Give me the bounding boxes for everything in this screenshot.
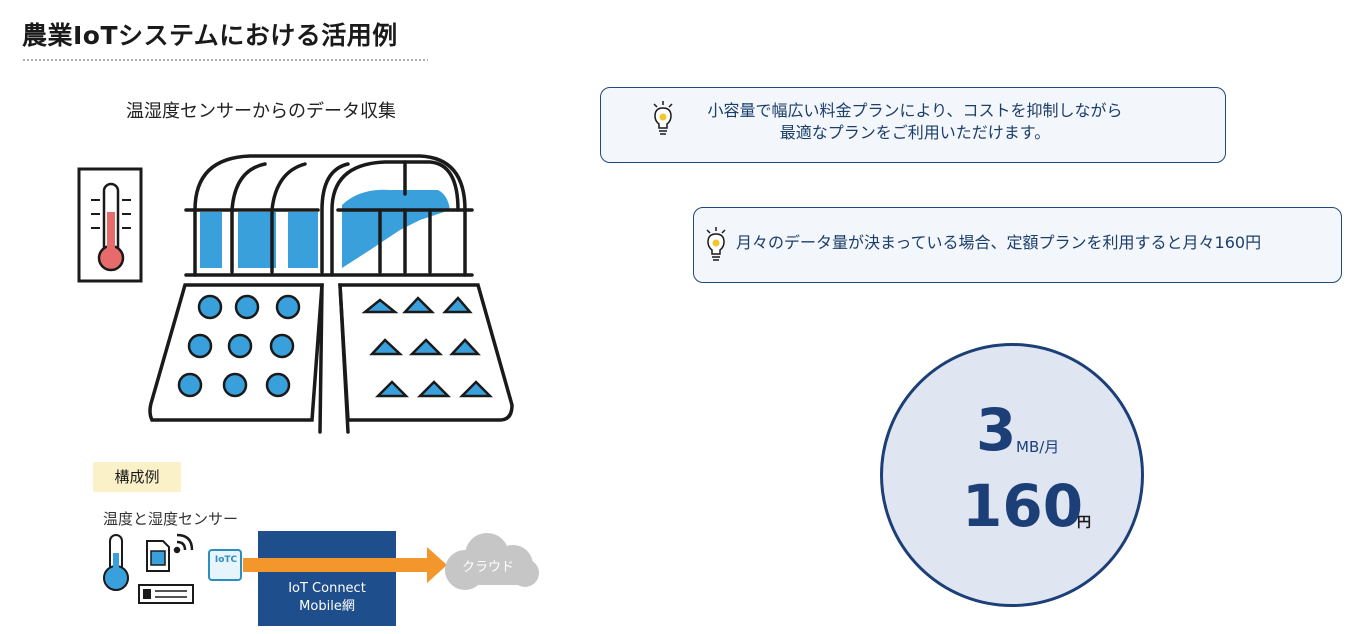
lightbulb-icon: [653, 101, 673, 135]
sim-card-icon: [146, 540, 170, 572]
network-box: [258, 531, 396, 626]
data-unit: MB/月: [1016, 438, 1060, 456]
sprout-plants: [361, 296, 494, 398]
price-amount: 160: [962, 472, 1084, 540]
arrow-icon: [243, 547, 447, 583]
data-amount: 3: [976, 396, 1017, 464]
thermometer-icon: [77, 167, 143, 283]
plan-circle: [880, 343, 1144, 607]
callout-plan-flexibility-text: 小容量で幅広い料金プランにより、コストを抑制しながら 最適なプランをご利用いただ…: [685, 100, 1145, 144]
callout-fixed-plan: 月々のデータ量が決まっている場合、定額プランを利用すると月々160円: [693, 207, 1342, 283]
greenhouse-illustration: [77, 154, 514, 434]
iotc-chip-label: IoTC: [214, 555, 238, 565]
configuration-diagram: [103, 531, 539, 626]
price-unit: 円: [1077, 515, 1091, 531]
network-label: IoT Connect Mobile網: [262, 580, 392, 616]
cloud-icon: [445, 533, 539, 590]
iotc-chip: [208, 549, 242, 581]
signal-icon: [173, 533, 194, 554]
lettuce-plants: [177, 294, 301, 398]
callout-plan-flexibility: 小容量で幅広い料金プランにより、コストを抑制しながら 最適なプランをご利用いただ…: [600, 87, 1226, 163]
thermometer-small-icon: [103, 534, 129, 591]
sensor-label: 温度と湿度センサー: [103, 510, 239, 528]
cloud-label: クラウド: [461, 560, 514, 575]
page-title: 農業IoTシステムにおける活用例: [22, 20, 428, 62]
section-heading: 温湿度センサーからのデータ収集: [126, 101, 396, 122]
callout-line1: 小容量で幅広い料金プランにより、コストを抑制しながら: [707, 101, 1123, 120]
device-icon: [138, 584, 194, 604]
config-example-badge: 構成例: [93, 462, 181, 492]
lightbulb-icon: [706, 227, 726, 261]
network-label-line2: Mobile網: [299, 599, 355, 614]
callout-fixed-plan-text: 月々のデータ量が決まっている場合、定額プランを利用すると月々160円: [736, 233, 1262, 252]
callout-line2: 最適なプランをご利用いただけます。: [779, 123, 1051, 142]
greenhouse-icon: [148, 154, 514, 434]
network-label-line1: IoT Connect: [288, 581, 366, 596]
